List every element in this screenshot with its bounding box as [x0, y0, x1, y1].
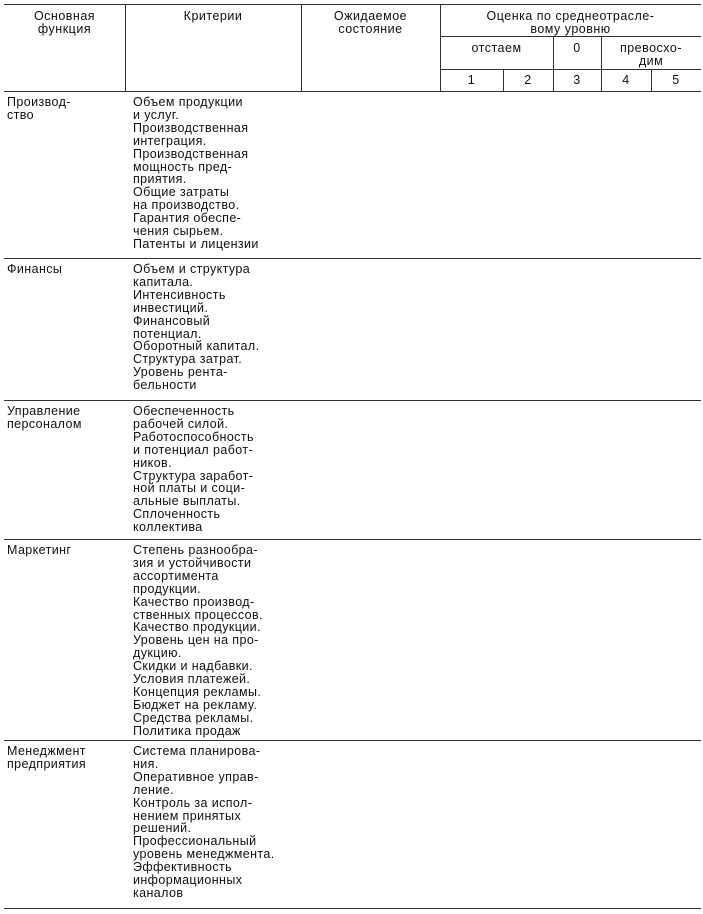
criteria-item: ственных процессов. — [133, 607, 263, 622]
criteria-item: дукцию. — [133, 646, 182, 661]
column-divider — [301, 4, 302, 91]
table-bottom-border — [4, 908, 701, 909]
criteria-item: продукции. — [133, 581, 202, 596]
criteria-item: Гарантия обеспе- — [133, 211, 242, 226]
function-marketing: Маркетинг — [7, 543, 72, 557]
criteria-item: Средства рекламы. — [133, 710, 254, 725]
header-group-zero: 0 — [573, 41, 581, 55]
criteria-item: Объем продукции — [133, 95, 243, 109]
rating-subheader-rule — [440, 36, 701, 37]
criteria-item: Структура затрат. — [133, 352, 243, 367]
criteria-item: приятия. — [133, 172, 187, 187]
function-finance: Финансы — [7, 262, 63, 276]
column-divider — [440, 4, 441, 91]
criteria-item: Качество продукции. — [133, 620, 261, 635]
score-divider — [503, 69, 504, 91]
score-1: 1 — [467, 73, 476, 87]
criteria-item: капитала. — [133, 274, 194, 289]
criteria-item: ассортимента — [133, 568, 219, 583]
criteria-item: Интенсивность — [133, 287, 226, 302]
criteria-item: Профессиональный — [133, 834, 257, 849]
header-bottom-border — [4, 91, 701, 92]
criteria-item: инвестиций. — [133, 300, 209, 315]
criteria-item: интеграция. — [133, 133, 207, 148]
rating-scores-rule — [440, 69, 701, 70]
criteria-item: Структура заработ- — [133, 468, 254, 483]
function-production: Производ- ство — [7, 95, 71, 122]
criteria-item: Сплоченность — [133, 507, 221, 522]
criteria-item: Концепция рекламы. — [133, 684, 262, 699]
row-divider — [4, 258, 701, 259]
criteria-item: Оборотный капитал. — [133, 339, 260, 354]
criteria-item: Степень разнообра- — [133, 543, 258, 557]
row-divider — [4, 539, 701, 540]
criteria-item: нением принятых — [133, 808, 242, 823]
header-rating: Оценка по среднеотрасле- вому уровню — [486, 9, 655, 36]
column-divider — [125, 4, 126, 91]
header-expected-state: Ожидаемое состояние — [333, 9, 408, 36]
criteria-item: Условия платежей. — [133, 672, 251, 687]
criteria-item: Эффективность — [133, 860, 233, 875]
criteria-item: Работоспособность — [133, 429, 254, 444]
criteria-list-management: Система планирова-ния.Оперативное управ-… — [133, 745, 333, 900]
score-divider — [651, 69, 652, 91]
rating-group-divider — [601, 36, 602, 91]
function-personnel: Управление персоналом — [7, 404, 82, 431]
criteria-item: ников. — [133, 455, 172, 470]
criteria-item: Финансовый — [133, 313, 211, 328]
criteria-item: Производственная — [133, 120, 249, 135]
criteria-item: и потенциал работ- — [133, 442, 254, 457]
row-divider — [4, 400, 701, 401]
criteria-item: ление. — [133, 782, 174, 797]
criteria-item: Объем и структура — [133, 262, 251, 276]
criteria-item: Политика продаж — [133, 723, 241, 738]
criteria-item: мощность пред- — [133, 159, 233, 174]
score-4: 4 — [622, 73, 630, 87]
criteria-item: Общие затраты — [133, 185, 230, 200]
score-2: 2 — [524, 73, 532, 87]
header-group-behind: отстаем — [471, 41, 522, 55]
criteria-item: Бюджет на рекламу. — [133, 697, 258, 712]
criteria-item: уровень менеджмента. — [133, 847, 275, 862]
criteria-item: ния. — [133, 756, 159, 771]
criteria-item: информационных — [133, 873, 243, 888]
criteria-item: на производство. — [133, 198, 240, 213]
criteria-item: бельности — [133, 378, 197, 393]
criteria-item: коллектива — [133, 520, 203, 535]
table-top-border — [4, 4, 701, 5]
criteria-item: каналов — [133, 885, 184, 900]
criteria-item: Обеспеченность — [133, 404, 235, 418]
criteria-item: чения сырьем. — [133, 224, 224, 239]
criteria-item: зия и устойчивости — [133, 555, 252, 570]
criteria-item: рабочей силой. — [133, 416, 229, 431]
criteria-item: Скидки и надбавки. — [133, 659, 253, 674]
criteria-item: потенциал. — [133, 326, 202, 341]
function-management: Менеджмент предприятия — [7, 744, 87, 771]
criteria-item: ной платы и соци- — [133, 481, 246, 496]
row-divider — [4, 740, 701, 741]
header-function: Основная функция — [33, 9, 96, 36]
criteria-item: Контроль за испол- — [133, 795, 253, 810]
criteria-item: Оперативное управ- — [133, 769, 259, 784]
rating-group-divider — [553, 36, 554, 91]
header-criteria: Критерии — [183, 9, 243, 23]
criteria-item: и услуг. — [133, 107, 180, 122]
criteria-item: Производственная — [133, 146, 249, 161]
criteria-item: решений. — [133, 821, 192, 836]
criteria-item: Система планирова- — [133, 744, 261, 758]
criteria-item: Патенты и лицензии — [133, 236, 259, 251]
score-3: 3 — [573, 73, 581, 87]
criteria-item: альные выплаты. — [133, 494, 241, 509]
criteria-item: Уровень цен на про- — [133, 633, 259, 648]
header-group-ahead: превосхо- дим — [619, 41, 683, 68]
score-5: 5 — [672, 73, 680, 87]
criteria-item: Уровень рента- — [133, 365, 228, 380]
criteria-item: Качество производ- — [133, 594, 255, 609]
